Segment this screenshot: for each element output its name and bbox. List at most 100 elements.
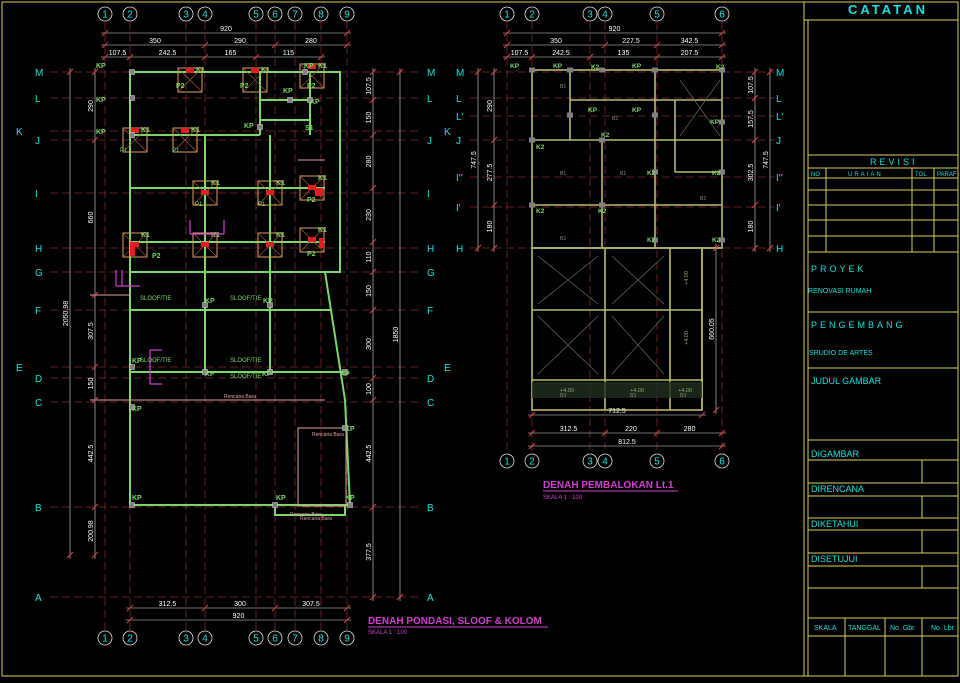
right-column-label-0: KP [510,63,520,70]
plot-note-b1: Rencana Bara [312,432,344,438]
right-bottom-bubble-label-1: 1 [504,457,510,468]
dim-right-left-tick-1 [490,136,498,144]
right-column-label-5: KP [588,107,598,114]
column-h-right [319,238,324,248]
kp-label-3: KP [244,123,254,130]
dim-mid-text-4: 110 [366,251,373,262]
kp-label-0: KP [96,63,106,70]
revisi-col-tgl: TGL [915,172,927,178]
dim-mid-tick-2 [369,131,377,139]
row-label-left-K-2: K [16,127,23,138]
row-label-left-C-10: C [35,398,42,409]
footing-label-7: K1 [318,175,327,182]
judul-label: JUDUL GAMBAR [811,376,882,386]
right-top-bubble-label-2: 2 [529,10,535,21]
dim-mid-text-9: 377.5 [366,543,373,561]
dim-bottom-left-text-1: 300 [234,601,246,608]
row-label-left-M-0: M [35,68,43,79]
p2-label-0: P2 [176,83,185,90]
kp-label-8: KP [263,298,273,305]
dim-right-left-text-1: 277.5 [487,164,494,182]
dim-mid-text-5: 150 [366,285,373,297]
footing-column-4 [181,128,189,133]
dim-top-right-total-tick-1 [718,29,726,37]
row-label-right-b-3: J [776,136,781,147]
right-column-label-8: K2 [536,144,545,151]
dim-top-left-a-tick-3 [343,41,351,49]
kp-column-4 [302,69,308,75]
kp-label-17: KP [345,495,355,502]
dim-right-left-text-0: 290 [487,100,494,112]
kp-column-17 [347,502,353,508]
row-label-right-a-2: L' [456,112,464,123]
dim-mid-tick-0 [369,68,377,76]
kp-column-2 [129,132,135,138]
footing-7 [299,175,325,201]
dim-left-total-tick-0 [66,68,74,76]
revisi-col-no: NO [811,172,820,178]
right-column-label-7: KP [710,119,720,126]
revisi-col-paraf: PARAF [937,172,957,178]
dim-left-total-text-0: 2050.98 [63,301,70,326]
kp-column-8 [267,302,273,308]
dim-mid-tick-7 [369,374,377,382]
footing-label-3: K1 [141,127,150,134]
left-top-bubble-2 [122,6,138,22]
right-column-label-11: K2 [712,170,721,177]
row-label-right-b-0: M [776,68,784,79]
p1-label-0: P1 [120,148,128,154]
right-column-3 [652,67,658,73]
dim-top-left-b-tick-2 [201,53,209,61]
dim-top-left-a-text-1: 290 [234,38,246,45]
dim-top-right-a-tick-1 [601,41,609,49]
left-bottom-bubble-label-8: 8 [318,634,324,645]
footing-label-5: K1 [211,180,220,187]
right-top-bubble-3 [582,6,598,22]
catatan-heading: CATATAN [848,2,928,17]
left-top-bubble-label-5: 5 [253,10,259,21]
left-top-bubble-label-6: 6 [272,10,278,21]
left-bottom-bubble-7 [287,630,303,646]
footing-cross-4 [172,127,198,153]
left-drawing-scale: SKALA 1 : 100 [368,630,408,636]
dim-right-bottom-b-text-1: 220 [625,426,637,433]
p2-label-2: P2 [307,83,316,90]
left-bottom-bubble-label-6: 6 [272,634,278,645]
proyek-label: PROYEK [811,264,867,274]
footing-label-11: K1 [318,227,327,234]
dim-right-bottom-b-text-0: 312.5 [560,426,578,433]
dim-top-left-b-text-2: 165 [225,50,237,57]
right-column-7 [719,119,725,125]
level-tag-3: +4.00 [678,388,692,394]
row-label-right-a-4: I'' [456,173,463,184]
p2-label-3: P2 [307,197,316,204]
dim-top-left-b-text-1: 242.5 [159,50,177,57]
dim-right-left-text-2: 180 [487,221,494,233]
right-column-13 [599,202,605,208]
sloof-outline-upper [129,71,341,273]
right-column-4 [719,67,725,73]
left-top-bubble-label-1: 1 [102,10,108,21]
dim-left-a-text-4: 442.5 [88,445,95,463]
dim-bottom-left-text-2: 307.5 [302,601,320,608]
footing-label-6: K1 [276,180,285,187]
dim-mid-text-7: 100 [366,383,373,395]
p1-label-2: P1 [195,202,203,208]
right-column-label-13: K2 [598,208,607,215]
row-label-right-b-5: I' [776,203,781,214]
dim-top-right-b-tick-3 [653,53,661,61]
beam-tag-b3b: B3 [630,393,636,399]
left-bottom-bubble-5 [248,630,264,646]
dim-mid-tick-5 [369,268,377,276]
dim-right-left-total-text-0: 747.5 [471,151,478,169]
kp-column-3 [257,124,263,130]
row-label-left-J-3: J [35,136,40,147]
right-column-2 [599,67,605,73]
left-bottom-bubble-9 [339,630,355,646]
dim-top-left-b-text-0: 107.5 [109,50,127,57]
footing-column-2 [308,64,316,69]
dim-right-bottom-a-tick-1 [698,411,706,419]
left-bottom-bubble-6 [267,630,283,646]
